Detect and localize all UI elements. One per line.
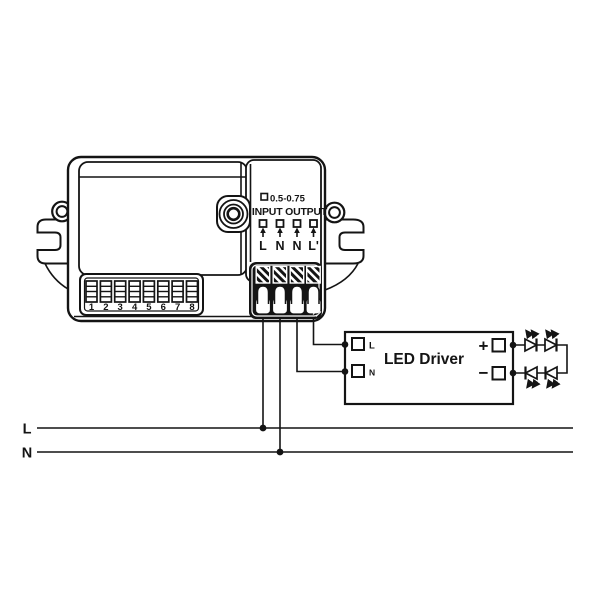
driver-terminal-n-icon	[351, 364, 365, 378]
terminal-screw-icon[interactable]	[255, 265, 271, 284]
terminal-position[interactable]	[271, 265, 289, 315]
terminal-position[interactable]	[254, 265, 272, 315]
terminal-symbol-icon	[275, 219, 285, 237]
io-label: INPUT OUTPUT	[252, 206, 328, 218]
dip-switch[interactable]	[128, 280, 141, 303]
dip-number: 2	[103, 302, 108, 313]
led-driver: L N LED Driver + −	[341, 330, 517, 406]
dip-switch[interactable]	[99, 280, 113, 303]
led-icon	[524, 329, 540, 353]
dip-switch[interactable]	[185, 280, 199, 303]
right-ear-bracket	[324, 218, 365, 265]
wiring	[259, 318, 345, 456]
right-mounting-ear	[323, 201, 365, 291]
terminal-symbol-icon	[309, 219, 318, 237]
dip-switch[interactable]	[171, 280, 184, 303]
terminal-label-l: L	[259, 239, 267, 253]
terminal-label-lswitched: L'	[308, 239, 319, 253]
wire-n-to-driver	[296, 318, 345, 373]
terminal-screw-icon[interactable]	[306, 265, 321, 284]
screw-hole-icon	[226, 206, 241, 222]
minus-label: −	[479, 364, 489, 383]
terminal-symbol-icon	[258, 219, 268, 237]
terminal-label-n1: N	[275, 239, 284, 253]
dip-switch[interactable]	[113, 280, 127, 303]
panel-labels: 0.5-0.75 INPUT OUTPUT	[252, 192, 328, 218]
driver-plus-terminal-icon	[491, 338, 506, 353]
terminal-clamp-arch	[307, 285, 320, 304]
dip-number: 8	[189, 302, 194, 313]
junction-dot	[341, 368, 349, 375]
dip-switch[interactable]	[142, 280, 156, 303]
terminal-clamp-arch	[273, 285, 287, 304]
wire-lswitched-to-driver	[312, 318, 345, 346]
dip-switch-block: 1 2 3 4 5 6 7 8	[79, 273, 204, 316]
driver-input-n-label: N	[369, 368, 375, 378]
led-string	[513, 329, 568, 389]
terminal-block	[249, 262, 322, 319]
dip-number: 1	[89, 302, 95, 313]
driver-title: LED Driver	[384, 351, 464, 368]
mains-live-label: L	[23, 422, 32, 438]
led-loop-wire	[513, 344, 568, 374]
dip-number: 6	[161, 302, 166, 313]
led-icon	[544, 329, 560, 353]
terminal-clamp-arch	[290, 285, 304, 304]
mains: L N	[22, 422, 573, 462]
driver-terminal-l-icon	[351, 337, 365, 351]
wire-gauge-label: 0.5-0.75	[270, 194, 306, 205]
left-ear-bracket	[36, 218, 69, 265]
dip-block-inner	[83, 277, 200, 312]
right-ear-gusset	[324, 263, 359, 291]
terminal-label-n2: N	[292, 239, 301, 253]
left-ear-hole-icon	[55, 205, 69, 218]
led-icon	[523, 365, 541, 389]
mains-neutral-label: N	[22, 446, 32, 462]
block-corner-tick	[312, 309, 319, 315]
plus-label: +	[479, 337, 489, 356]
dip-number: 4	[132, 302, 138, 313]
dip-numbers: 1 2 3 4 5 6 7 8	[89, 302, 195, 313]
junction-dot	[341, 341, 349, 348]
driver-minus-terminal-icon	[491, 366, 506, 381]
screw-boss	[216, 195, 251, 233]
led-icon	[543, 365, 561, 389]
dip-switch[interactable]	[85, 280, 98, 303]
terminal-screw-icon[interactable]	[272, 265, 288, 284]
dip-switch[interactable]	[156, 280, 170, 303]
dip-number: 7	[175, 302, 180, 313]
terminal-symbols	[258, 219, 318, 237]
terminal-labels: L N N L'	[259, 239, 319, 253]
dip-number: 3	[118, 302, 123, 313]
left-mounting-ear	[36, 200, 73, 290]
left-ear-gusset	[44, 263, 69, 290]
terminal-position[interactable]	[288, 265, 306, 315]
led-driver-box	[343, 330, 515, 406]
terminal-screw-icon[interactable]	[289, 265, 305, 284]
sensor-device: 0.5-0.75 INPUT OUTPUT	[36, 155, 365, 323]
terminal-position[interactable]	[305, 265, 322, 315]
terminal-symbol-icon	[292, 219, 302, 237]
block-corner-tick	[315, 311, 322, 317]
dip-number: 5	[146, 302, 152, 313]
wire-gauge-square-icon	[260, 192, 269, 201]
right-ear-hole-icon	[328, 206, 341, 219]
driver-input-l-label: L	[369, 341, 375, 352]
terminal-clamp-arch	[256, 285, 270, 304]
